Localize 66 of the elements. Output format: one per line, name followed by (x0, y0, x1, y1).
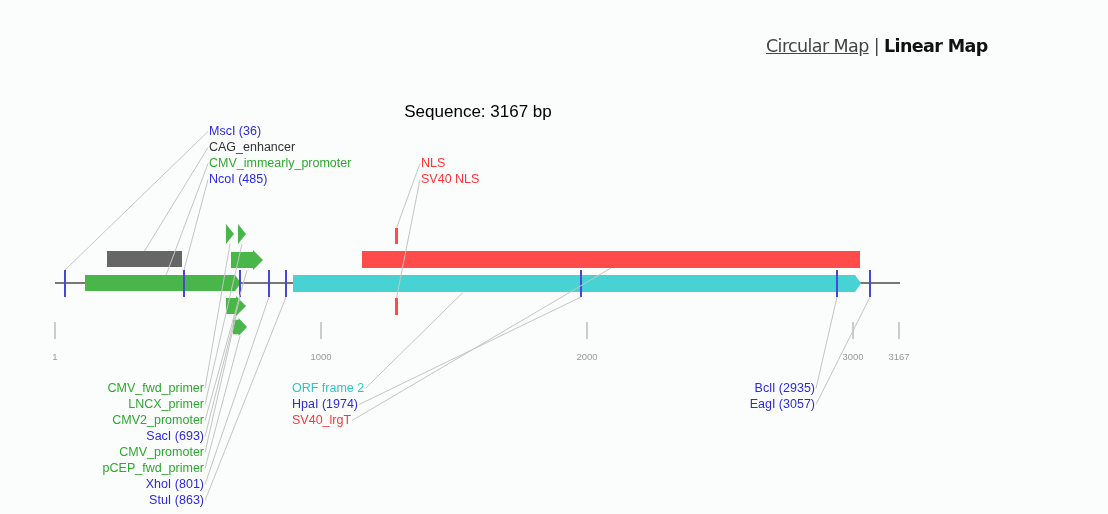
site-marker (64, 270, 66, 297)
leader-line (204, 296, 241, 437)
feature-segment (233, 318, 247, 336)
leader-line (815, 296, 838, 389)
site-marker (580, 270, 582, 297)
feature-segment (231, 250, 263, 270)
scale-label: 3000 (842, 350, 864, 364)
leader-line (204, 296, 270, 485)
feature-label: EagI (3057) (749, 397, 815, 412)
site-marker (836, 270, 838, 297)
feature-label: CMV_promoter (119, 445, 204, 460)
feature-label: CMV_fwd_primer (107, 381, 204, 396)
feature-label: XhoI (801) (145, 477, 204, 492)
leader-line (165, 163, 209, 276)
feature-bar (362, 251, 860, 268)
circular-map-link: Circular Map (766, 36, 869, 56)
feature-label: pCEP_fwd_primer (102, 461, 204, 476)
leader-line (144, 147, 209, 252)
feature-label: StuI (863) (149, 493, 204, 508)
site-marker (395, 228, 398, 244)
leader-line (351, 267, 612, 421)
feature-segment (238, 224, 246, 244)
leader-line (204, 335, 241, 469)
site-marker (268, 270, 270, 297)
site-marker (869, 270, 871, 297)
feature-segment (226, 224, 234, 244)
leader-line (204, 269, 248, 421)
site-marker (239, 270, 241, 297)
scale-label: 2000 (576, 350, 598, 364)
leader-line (396, 179, 421, 299)
site-marker (395, 298, 398, 315)
site-marker (285, 270, 287, 297)
leader-line (815, 296, 871, 405)
leader-line (358, 296, 582, 405)
feature-label: SV40 NLS (421, 172, 480, 187)
feature-label: NcoI (485) (209, 172, 268, 187)
scale-label: 1000 (310, 350, 332, 364)
leader-line (183, 179, 209, 271)
feature-label: NLS (421, 156, 446, 171)
leader-line (204, 243, 231, 389)
feature-label: HpaI (1974) (292, 397, 358, 412)
leader-line (64, 131, 209, 271)
feature-label: BclI (2935) (754, 381, 815, 396)
site-marker (183, 270, 185, 297)
scale-label: 3167 (888, 350, 910, 364)
feature-segment (293, 275, 861, 292)
feature-label: SV40_lrgT (292, 413, 352, 428)
leader-line (396, 163, 421, 229)
leader-line (204, 243, 243, 405)
feature-label: SacI (693) (146, 429, 204, 444)
feature-label: ORF frame 2 (292, 381, 365, 396)
feature-label: CAG_enhancer (209, 140, 296, 155)
feature-segment (226, 296, 246, 316)
feature-bar (107, 251, 182, 267)
sequence-title: Sequence: 3167 bp (404, 102, 552, 121)
feature-segment (85, 275, 241, 291)
separator: | (873, 36, 879, 56)
leader-line (204, 296, 287, 501)
feature-label: MscI (36) (209, 124, 262, 139)
leader-line (364, 291, 464, 389)
scale-label: 1 (52, 350, 58, 364)
feature-label: CMV2_promoter (112, 413, 204, 428)
leader-line (204, 315, 237, 453)
feature-label: LNCX_primer (128, 397, 204, 412)
feature-label: CMV_immearly_promoter (209, 156, 352, 171)
linear-map-title: Linear Map (884, 36, 988, 56)
